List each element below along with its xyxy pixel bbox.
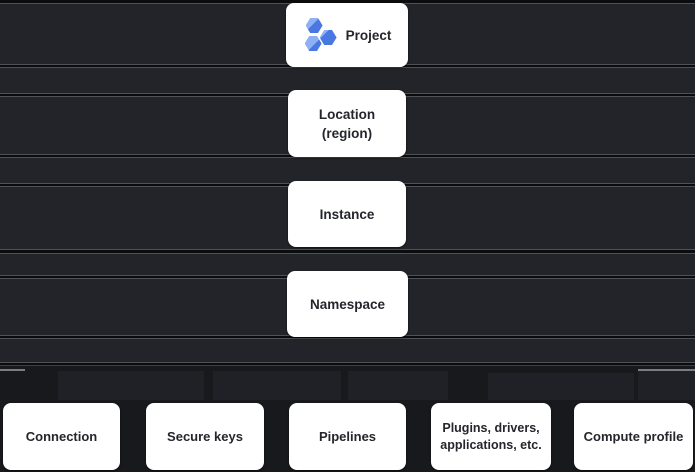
band-artifact [348, 371, 448, 400]
hexagon-shape [319, 30, 337, 45]
namespace-node: Namespace [287, 271, 408, 337]
connection-label: Connection [25, 429, 98, 444]
compute-profile-node: Compute profile [574, 403, 693, 470]
project-node: Project [286, 3, 408, 67]
band-artifact [488, 373, 634, 400]
secure-keys-label: Secure keys [167, 429, 243, 444]
hexagon-shape [305, 18, 323, 33]
hexagon-shape [304, 36, 322, 51]
band-edge-line [638, 369, 695, 371]
location-inner-band [0, 157, 695, 184]
band-edge-line [0, 369, 25, 371]
location-node: Location (region) [288, 90, 406, 157]
pipelines-node: Pipelines [289, 403, 406, 470]
plugins-label: Plugins, drivers, applications, etc. [440, 420, 542, 452]
location-label: Location (region) [318, 106, 376, 141]
instance-node: Instance [288, 181, 406, 247]
project-inner-band [0, 67, 695, 94]
band-artifact [58, 371, 204, 400]
band-artifact [213, 371, 341, 400]
pipelines-label: Pipelines [318, 429, 377, 444]
compute-profile-label: Compute profile [583, 429, 684, 444]
connection-node: Connection [3, 403, 120, 470]
namespace-label: Namespace [309, 296, 386, 312]
plugins-node: Plugins, drivers, applications, etc. [431, 403, 551, 470]
band-artifact [638, 371, 695, 400]
project-label: Project [345, 27, 392, 43]
instance-label: Instance [319, 206, 375, 222]
secure-keys-node: Secure keys [146, 403, 264, 470]
namespace-inner-band [0, 338, 695, 363]
project-hexagons-icon [303, 18, 337, 52]
